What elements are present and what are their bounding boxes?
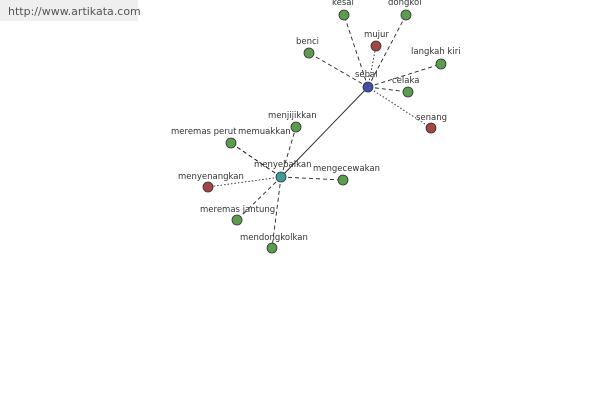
edge-sebal-langkah-kiri	[367, 63, 442, 88]
node-sebal[interactable]	[362, 81, 374, 93]
node-mujur[interactable]	[370, 40, 382, 52]
url-banner: http://www.artikata.com	[0, 0, 141, 21]
edge-sebal-benci	[308, 52, 369, 88]
node-memuakkan[interactable]	[225, 137, 237, 149]
node-label-memuakkan[interactable]: memuakkan	[238, 127, 291, 137]
node-label-mendongkolkan[interactable]: mendongkolkan	[240, 233, 308, 243]
node-label-mujur[interactable]: mujur	[364, 30, 389, 40]
node-celaka[interactable]	[402, 86, 414, 98]
node-label-meremas-perut[interactable]: meremas perut	[171, 127, 237, 137]
node-menyebalkan[interactable]	[275, 171, 287, 183]
node-label-menyenangkan[interactable]: menyenangkan	[178, 172, 244, 182]
edge-menyebalkan-meremas-jantung	[236, 176, 282, 221]
edge-menyebalkan-meremas-perut	[230, 142, 282, 178]
node-senang[interactable]	[425, 122, 437, 134]
node-label-benci[interactable]: benci	[296, 37, 319, 47]
node-mendongkolkan[interactable]	[266, 242, 278, 254]
edge-menyebalkan-menjijikkan	[280, 126, 297, 178]
edge-menyebalkan-mengecewakan	[280, 176, 344, 181]
node-meremas-jantung[interactable]	[231, 214, 243, 226]
node-label-celaka[interactable]: celaka	[392, 76, 419, 86]
node-dongkol[interactable]	[400, 9, 412, 21]
node-label-mengecewakan[interactable]: mengecewakan	[313, 164, 380, 174]
graph-edges	[207, 14, 442, 249]
node-kesal[interactable]	[338, 9, 350, 21]
node-label-menjijikkan[interactable]: menjijikkan	[268, 111, 317, 121]
edge-menyebalkan-mendongkolkan	[271, 176, 282, 249]
edge-sebal-menyebalkan	[280, 86, 369, 178]
graph-labels: sebal menyebalkan kesal dongkol mujur benci la…	[171, 0, 461, 243]
node-menjijikkan[interactable]	[290, 121, 302, 133]
edge-sebal-mujur	[367, 45, 377, 88]
node-label-senang[interactable]: senang	[416, 113, 447, 123]
node-label-dongkol[interactable]: dongkol	[388, 0, 422, 8]
node-menyenangkan[interactable]	[202, 181, 214, 193]
node-label-langkah-kiri[interactable]: langkah kiri	[411, 47, 461, 57]
graph-nodes	[202, 9, 447, 254]
node-label-sebal[interactable]: sebal	[355, 70, 378, 80]
node-mengecewakan[interactable]	[337, 174, 349, 186]
node-label-meremas-jantung[interactable]: meremas jantung	[200, 205, 275, 215]
node-benci[interactable]	[303, 47, 315, 59]
edge-sebal-kesal	[343, 14, 369, 88]
node-label-kesal[interactable]: kesal	[332, 0, 354, 8]
node-langkah-kiri[interactable]	[435, 58, 447, 70]
node-label-menyebalkan[interactable]: menyebalkan	[254, 160, 312, 170]
site-url-link[interactable]: http://www.artikata.com	[8, 5, 141, 18]
